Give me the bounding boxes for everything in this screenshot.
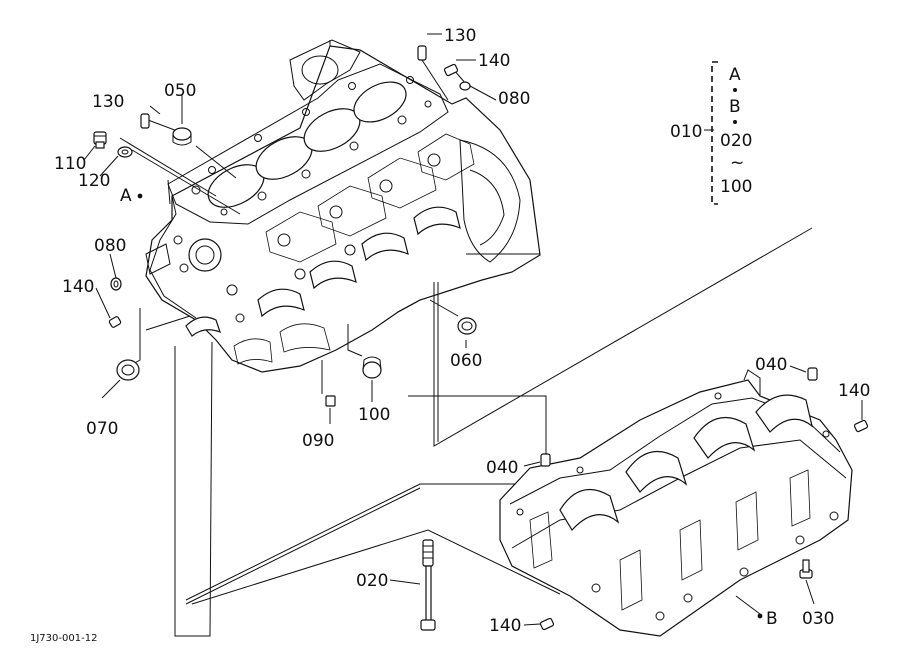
ref-dot-b <box>757 613 763 619</box>
callout-080-left: 080 <box>94 236 126 256</box>
callout-100: 100 <box>358 405 390 425</box>
seal-070 <box>116 359 140 381</box>
pin-140-left <box>108 316 122 328</box>
kit-item-b: B <box>729 97 741 117</box>
pin-130-right <box>417 45 427 61</box>
kit-bracket-items: A B 020 ~ 100 <box>720 65 752 197</box>
callout-020: 020 <box>356 571 388 591</box>
callout-030: 030 <box>802 609 834 629</box>
kit-item-020: 020 <box>720 131 752 151</box>
callout-140-left: 140 <box>62 277 94 297</box>
kit-item-tilde: ~ <box>730 153 744 173</box>
kit-bracket <box>711 61 737 205</box>
seal-050 <box>172 127 192 146</box>
plug-100 <box>362 356 382 379</box>
pin-140-top <box>443 63 459 77</box>
callout-050: 050 <box>164 81 196 101</box>
pin-040-right <box>807 367 818 381</box>
callout-090: 090 <box>302 431 334 451</box>
pin-130-left <box>140 113 150 129</box>
callout-110: 110 <box>54 154 86 174</box>
ring-080-top <box>459 81 471 91</box>
callout-080-top: 080 <box>498 89 530 109</box>
ref-dot-a <box>137 193 143 199</box>
callout-140-bottom: 140 <box>489 616 521 636</box>
callout-labels: 130 140 080 050 130 110 120 A 080 140 07… <box>30 26 870 644</box>
callout-130-left: 130 <box>92 92 124 112</box>
pin-040-left <box>540 453 551 467</box>
ref-label-b: B <box>766 609 778 629</box>
seal-060 <box>457 317 477 335</box>
bolt-030 <box>799 559 813 579</box>
upper-crankcase <box>145 39 541 373</box>
callout-010: 010 <box>670 122 702 142</box>
small-parts-lower <box>420 367 869 631</box>
plug-110 <box>93 131 107 149</box>
lower-crankcase <box>499 369 853 637</box>
ref-label-a: A <box>120 186 132 206</box>
drawing-code: 1J730-001-12 <box>30 633 97 644</box>
pin-140-bottom <box>539 617 555 631</box>
ring-080-left <box>110 277 122 291</box>
pin-140-right <box>853 419 869 433</box>
callout-040-right: 040 <box>755 355 787 375</box>
plug-090 <box>325 395 336 407</box>
kit-item-a: A <box>729 65 741 85</box>
callout-040-left: 040 <box>486 458 518 478</box>
small-parts-upper <box>93 45 477 407</box>
callout-070: 070 <box>86 419 118 439</box>
kit-item-100: 100 <box>720 177 752 197</box>
callout-060: 060 <box>450 351 482 371</box>
callout-140-right: 140 <box>838 381 870 401</box>
bolt-020 <box>420 539 436 631</box>
callout-130-top: 130 <box>444 26 476 46</box>
callout-120: 120 <box>78 171 110 191</box>
washer-120 <box>117 146 133 158</box>
callout-140-top: 140 <box>478 51 510 71</box>
